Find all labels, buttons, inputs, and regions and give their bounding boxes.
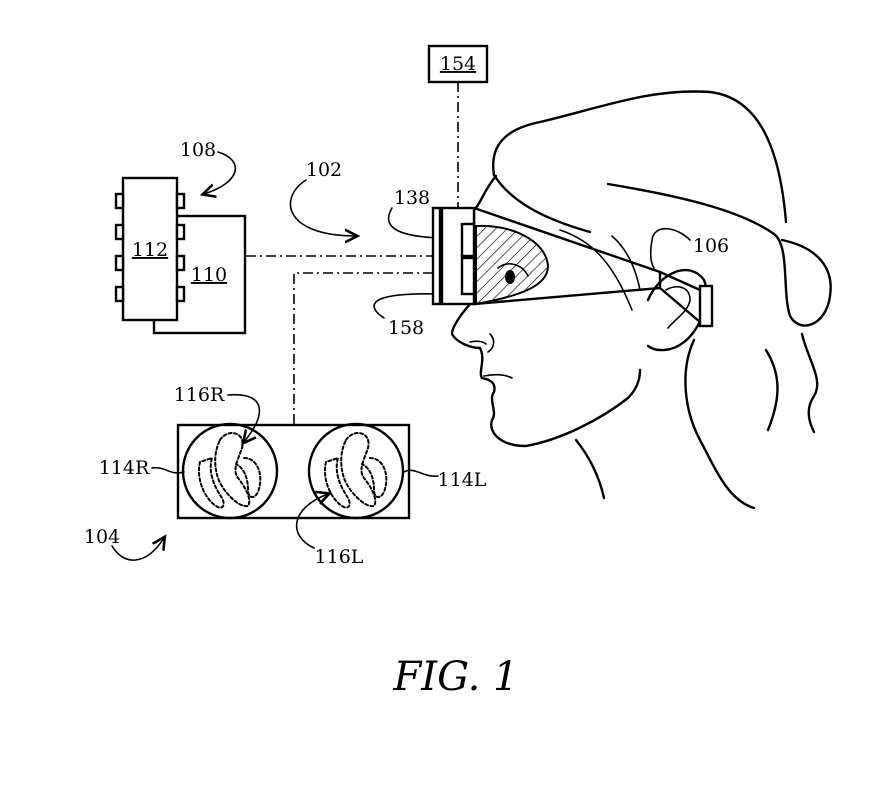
external-device-154: 154 — [427, 44, 489, 84]
lens-138-top — [460, 222, 476, 258]
label-106: 106 — [693, 235, 729, 257]
image-114L — [307, 422, 405, 520]
leader-102 — [289, 179, 356, 236]
leader-116L — [295, 494, 328, 549]
lens-138-bottom — [460, 256, 476, 296]
eye-pupil — [505, 270, 515, 284]
headset-106 — [431, 206, 714, 328]
leader-114L — [403, 469, 439, 477]
label-104: 104 — [84, 526, 120, 548]
label-102: 102 — [306, 159, 342, 181]
leader-108 — [204, 151, 237, 194]
leader-104 — [111, 538, 164, 561]
user-head — [450, 90, 832, 510]
connection-lines — [246, 82, 462, 424]
leader-106 — [649, 227, 691, 269]
label-154: 154 — [440, 53, 476, 75]
label-112: 112 — [132, 239, 168, 261]
leader-158 — [373, 293, 441, 319]
display-assembly-104 — [176, 422, 411, 520]
label-114L: 114L — [438, 469, 487, 491]
eye-region — [475, 224, 550, 306]
leader-lines — [111, 151, 691, 561]
processor-pins — [114, 192, 186, 303]
eyelid — [497, 263, 529, 277]
processor-112 — [121, 176, 179, 322]
label-110: 110 — [191, 264, 227, 286]
image-114R — [181, 422, 279, 520]
label-114R: 114R — [99, 457, 150, 479]
processing-device-108: 112 110 — [114, 176, 247, 335]
headset-strap-clip — [698, 284, 714, 328]
label-158: 158 — [388, 317, 424, 339]
sensor-158 — [431, 206, 442, 306]
leader-114R — [151, 466, 185, 474]
label-116R: 116R — [174, 384, 225, 406]
label-108: 108 — [180, 139, 216, 161]
link-display-headset — [293, 272, 462, 424]
leader-116R — [227, 393, 261, 442]
reference-numerals: 108 102 138 106 158 116R 114R 114L 104 1… — [84, 139, 729, 568]
label-116L: 116L — [315, 546, 364, 568]
object-116L — [324, 432, 388, 509]
figure-caption: FIG. 1 — [393, 654, 519, 700]
label-138: 138 — [394, 187, 430, 209]
